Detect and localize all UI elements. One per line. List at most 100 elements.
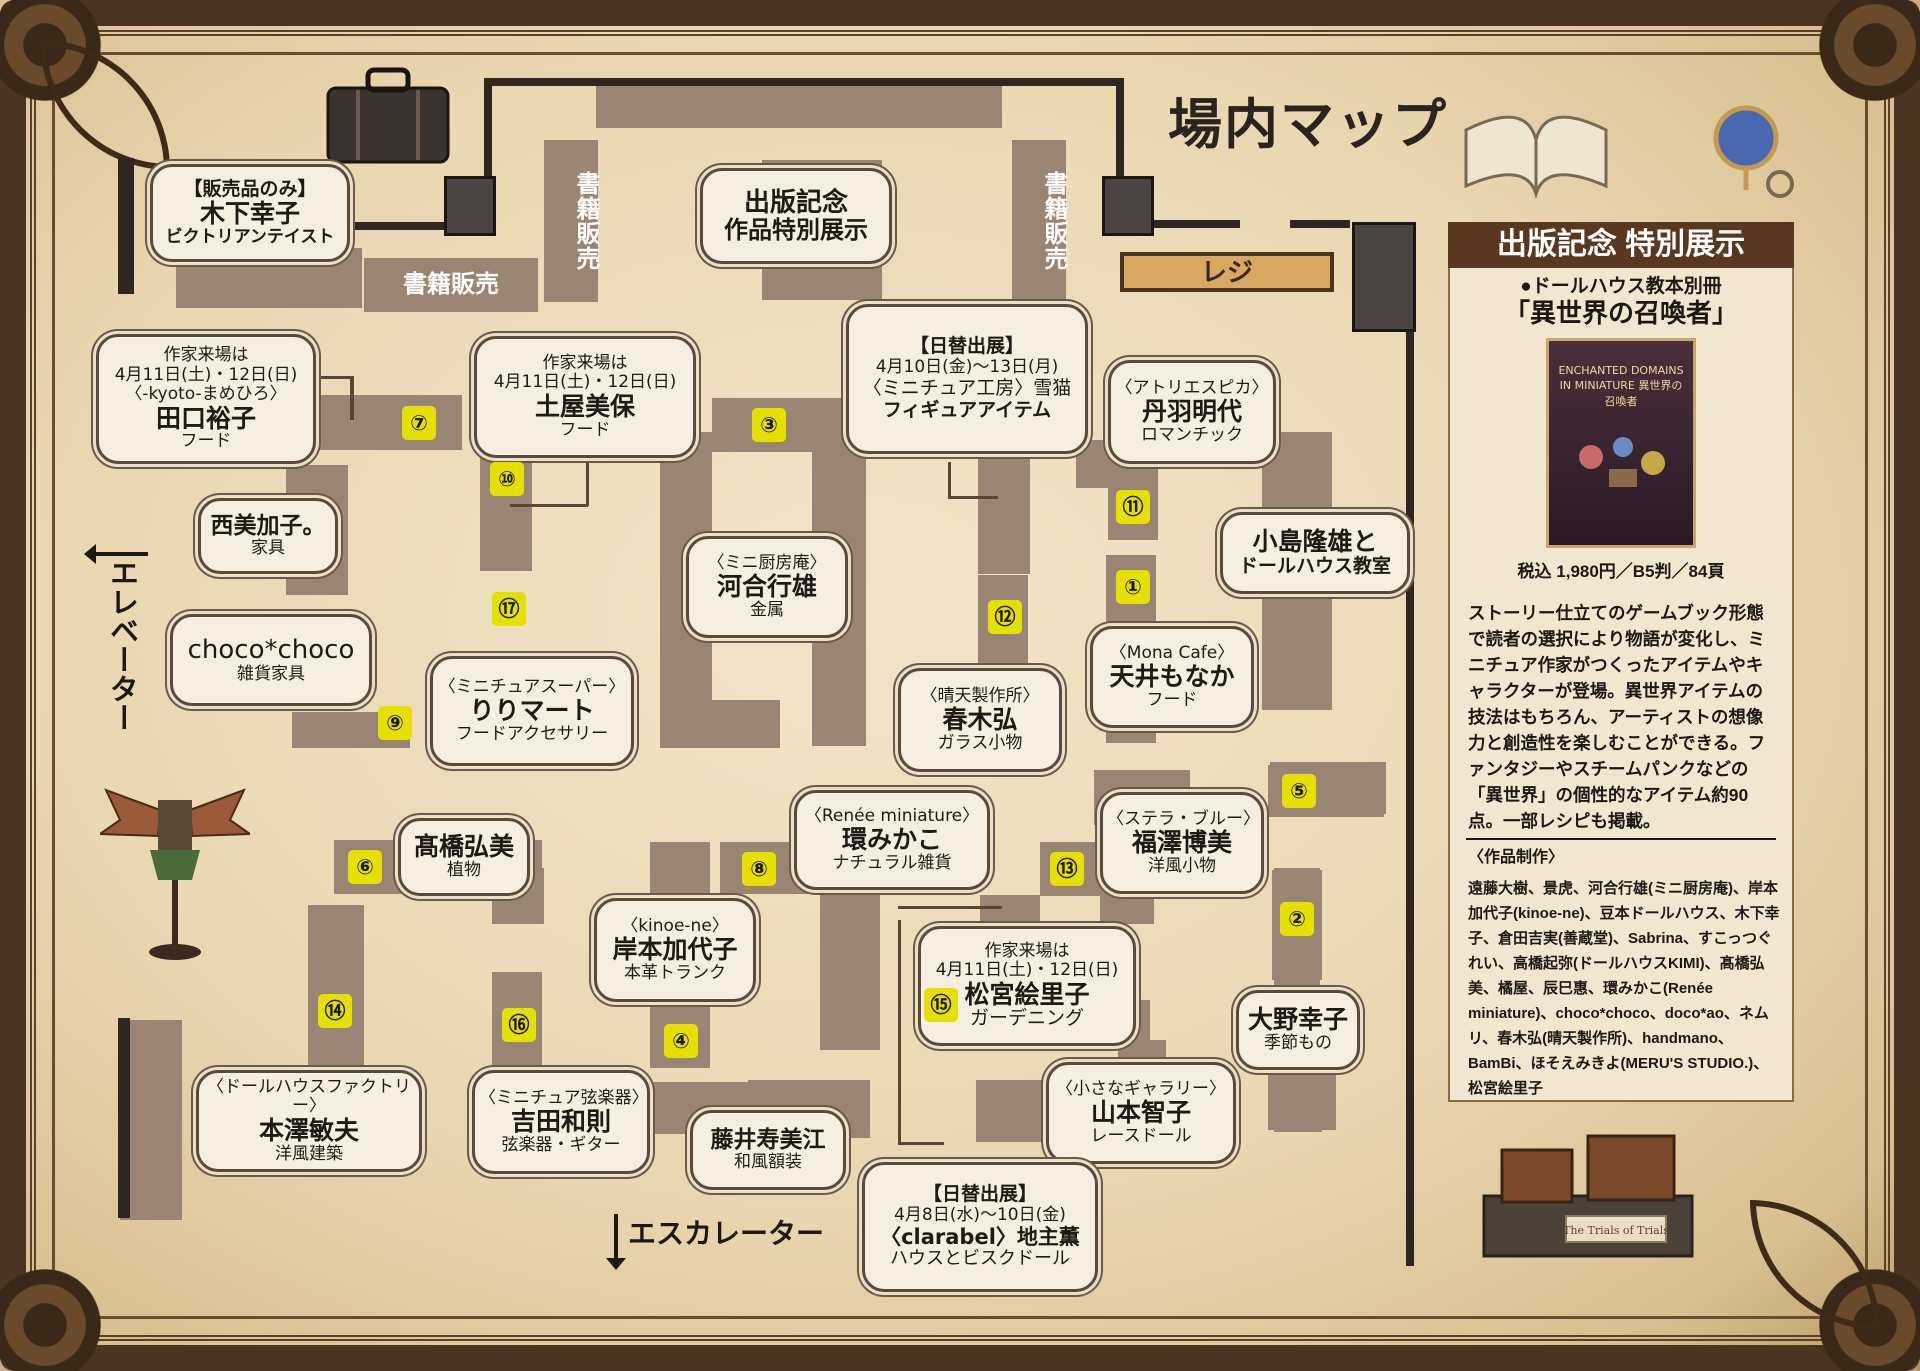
booth-number-badge: ⑦ (402, 406, 436, 440)
booth-category: 本革トランク (624, 962, 726, 983)
booth-name: 山本智子 (1090, 1098, 1191, 1128)
wall (1120, 220, 1240, 228)
corridor (596, 86, 1002, 128)
booth-category: ビクトリアンテイスト (165, 226, 335, 247)
booth-category: 金属 (750, 599, 784, 620)
corridor (308, 905, 364, 1077)
booth-category: ドールハウス教室 (1238, 554, 1391, 577)
booth-label-shuppan: 出版記念 作品特別展示 (700, 168, 892, 264)
booth-number-badge: ⑰ (492, 592, 526, 626)
open-book-icon (1464, 115, 1608, 200)
frame-inner-line (52, 52, 1868, 1319)
panel-heading: 出版記念 特別展示 (1448, 222, 1794, 268)
booth-name: 春木弘 (942, 705, 1018, 735)
booth-category: 洋風小物 (1148, 855, 1216, 876)
booth-note: 【日替出展】 (909, 335, 1024, 358)
booth-number-badge: ⑭ (318, 994, 352, 1028)
suitcase-icon (326, 67, 450, 164)
booth-date: 4月10日(金)〜13日(月) (875, 357, 1059, 378)
booth-label-takahashi: 髙橋弘美 植物 (398, 818, 530, 896)
booth-number-badge: ① (1116, 570, 1150, 604)
booth-category: 作品特別展示 (724, 216, 868, 245)
leader-line (510, 504, 588, 507)
booth-shop: 〈-kyoto-まめひろ〉 (125, 384, 287, 405)
credit-list: 遠藤大樹、景虎、河合行雄(ミニ厨房庵)、岸本加代子(kinoe-ne)、豆本ドー… (1468, 880, 1780, 1097)
booth-number-badge: ⑨ (378, 706, 412, 740)
booth-label-tsuchiya: 作家来場は 4月11日(土)・12日(日) 土屋美保 フード (474, 336, 696, 458)
book-sales-sign: 書籍販売 (364, 258, 538, 312)
booth-number-badge: ③ (752, 408, 786, 442)
booth-name: 藤井寿美江 (710, 1126, 826, 1153)
booth-category: 家具 (251, 537, 285, 558)
booth-category: 和風額装 (734, 1151, 802, 1172)
booth-shop: 〈ミニチュア弦楽器〉 (479, 1087, 649, 1108)
wall (484, 78, 492, 228)
booth-note: 【販売品のみ】 (183, 177, 317, 200)
booth-label-taguchi: 作家来場は 4月11日(土)・12日(日) 〈-kyoto-まめひろ〉 田口裕子… (96, 334, 316, 464)
divider (1466, 838, 1776, 840)
register: レジ (1120, 252, 1334, 292)
booth-name: 出版記念 (743, 187, 848, 218)
wall (118, 158, 134, 294)
leader-line (586, 460, 589, 506)
booth-note: 【日替出展】 (922, 1182, 1037, 1205)
booth-category: ハウスとビスクドール (890, 1248, 1070, 1270)
booth-label-choco: choco*choco 雑貨家具 (170, 614, 372, 706)
arrow-left-icon (84, 544, 148, 564)
booth-label-kojima: 小島隆雄と ドールハウス教室 (1220, 512, 1410, 594)
booth-shop: 〈Mona Cafe〉 (1109, 642, 1235, 663)
booth-category: ガーデニング (969, 1007, 1084, 1030)
leader-line (948, 462, 951, 498)
booth-category: ロマンチック (1141, 424, 1243, 445)
book-sales-sign-vertical: 書籍販売 (1012, 140, 1067, 302)
booth-shop: 〈Renée miniature〉 (804, 805, 980, 826)
booth-number-badge: ⑩ (490, 462, 524, 496)
booth-name: 河合行雄 (716, 572, 817, 602)
corridor (712, 398, 864, 452)
wall (1406, 224, 1414, 1266)
booth-category: フード (1146, 689, 1198, 710)
booth-label-kinoshita: 【販売品のみ】 木下幸子 ビクトリアンテイスト (150, 164, 350, 262)
booth-number-badge: ② (1280, 902, 1314, 936)
booth-name: 福澤博美 (1131, 828, 1232, 858)
booth-label-matsumiya: 作家来場は 4月11日(土)・12日(日) 松宮絵里子 ガーデニング (918, 926, 1136, 1046)
booth-label-ririmart: 〈ミニチュアスーパー〉 りりマート フードアクセサリー (430, 656, 634, 766)
booth-name: 小島隆雄と (1252, 527, 1378, 557)
booth-category: フードアクセサリー (455, 723, 609, 744)
leader-line (898, 1142, 944, 1145)
book-cover-title: ENCHANTED DOMAINS IN MINIATURE 異世界の召喚者 (1558, 364, 1684, 408)
booth-name: 岸本加代子 (612, 935, 738, 965)
booth-label-amai: 〈Mona Cafe〉 天井もなか フード (1090, 626, 1254, 728)
frame-inner-border (30, 30, 1890, 1341)
booth-date: 4月8日(水)〜10日(金) (894, 1204, 1066, 1225)
booth-shop: 〈clarabel〉地主薫 (880, 1225, 1080, 1250)
treasure-chest-icon: The Trials of Trials (1482, 1134, 1694, 1258)
book-sales-sign-vertical: 書籍販売 (544, 140, 599, 302)
winged-lamp-icon (100, 788, 250, 960)
leader-line (350, 378, 354, 420)
booth-label-yoshida: 〈ミニチュア弦楽器〉 吉田和則 弦楽器・ギター (472, 1070, 650, 1174)
booth-category: レースドール (1090, 1125, 1192, 1146)
booth-shop: 〈ミニチュア工房〉雪猫 (862, 376, 1072, 399)
corridor (978, 430, 1030, 574)
booth-label-haruki: 〈晴天製作所〉 春木弘 ガラス小物 (898, 668, 1062, 772)
booth-shop: 〈kinoe-ne〉 (621, 915, 729, 936)
booth-name: 環みかこ (841, 825, 942, 855)
pillar (1102, 176, 1154, 236)
booth-category: 季節もの (1264, 1032, 1332, 1053)
leader-line (948, 496, 998, 499)
escalator-label: エスカレーター (628, 1218, 825, 1249)
credit-heading: 〈作品制作〉 (1468, 849, 1565, 866)
booth-category: 弦楽器・ギター (501, 1134, 621, 1155)
booth-number-badge: ⑧ (742, 852, 776, 886)
leader-line (316, 376, 354, 379)
booth-label-honzawa: 〈ドールハウスファクトリー〉 本澤敏夫 洋風建築 (196, 1070, 422, 1172)
pillar (444, 176, 496, 236)
booth-label-nishimi: 西美加子。 家具 (198, 498, 338, 574)
booth-name: 田口裕子 (155, 403, 256, 433)
wall (1290, 220, 1350, 228)
book-description: ストーリー仕立てのゲームブック形態で読者の選択により物語が変化し、ミニチュア作家… (1468, 603, 1766, 831)
booth-label-yukineko: 【日替出展】 4月10日(金)〜13日(月) 〈ミニチュア工房〉雪猫 フィギュア… (846, 304, 1088, 454)
